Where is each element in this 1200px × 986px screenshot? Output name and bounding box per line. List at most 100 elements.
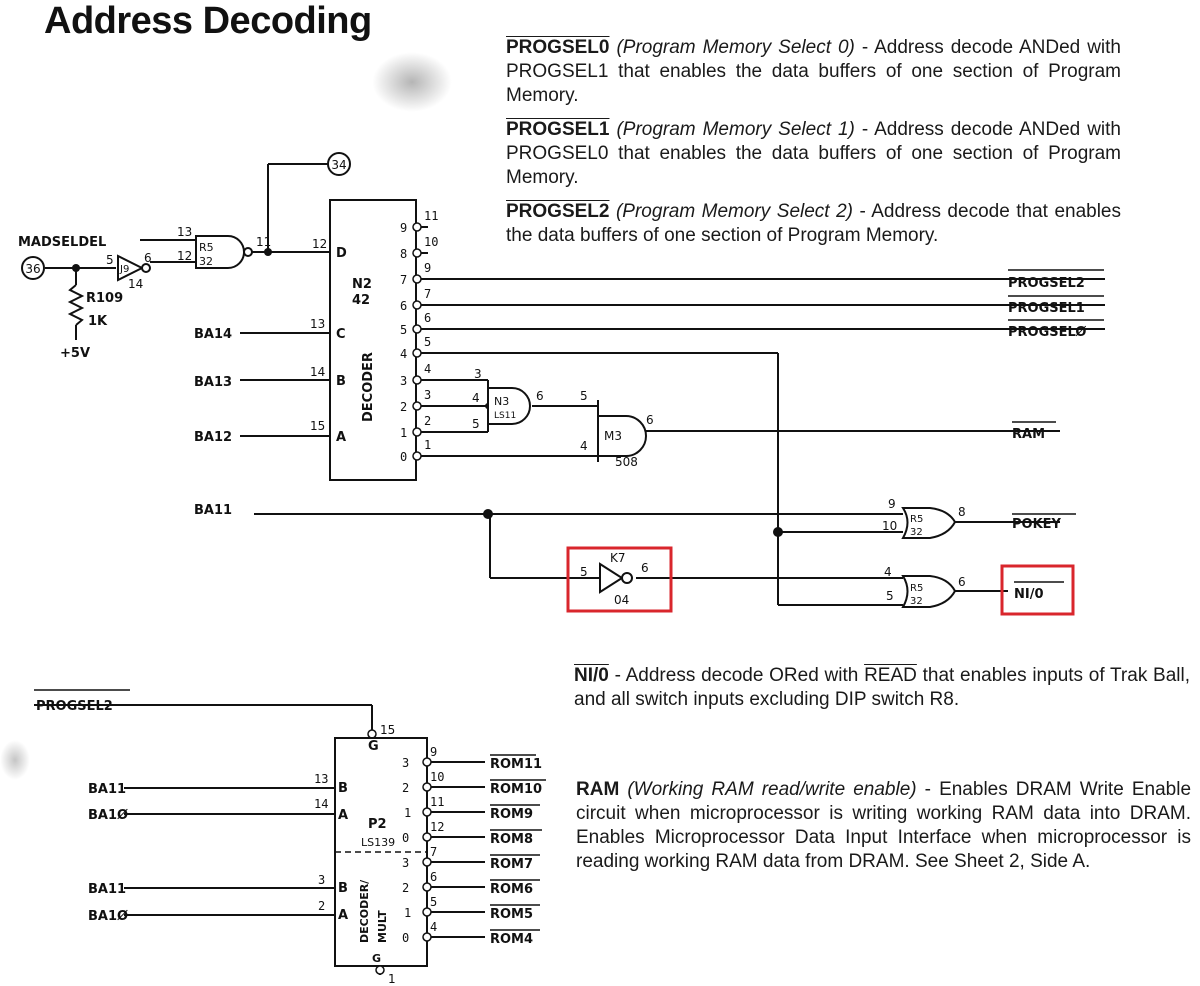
svg-text:2: 2 [402,881,409,895]
highlight-ni0 [1000,564,1075,616]
svg-text:3: 3 [400,374,407,388]
svg-text:12: 12 [177,249,192,263]
svg-text:1: 1 [400,426,407,440]
desc-progsel1: PROGSEL1 (Program Memory Select 1) - Add… [506,118,1121,190]
svg-text:13: 13 [314,772,328,786]
svg-text:9: 9 [424,261,431,275]
svg-text:4: 4 [580,439,588,453]
svg-text:14: 14 [128,277,143,291]
svg-text:34: 34 [331,158,346,172]
svg-text:12: 12 [312,237,327,251]
svg-text:5: 5 [580,389,588,403]
out-ni0: NI/0 [1014,587,1044,602]
svg-text:6: 6 [400,299,407,313]
ref-36: 36 [21,256,45,280]
svg-text:4: 4 [472,391,480,405]
svg-text:11: 11 [256,235,271,249]
rom8-label: ROM8 [490,832,533,847]
svg-text:3: 3 [402,856,409,870]
rom10-label: ROM10 [490,782,542,797]
svg-text:1: 1 [424,438,431,452]
svg-text:N3: N3 [494,395,509,408]
desc-ram: RAM (Working RAM read/write enable) - En… [576,778,1191,874]
svg-text:4: 4 [424,362,431,376]
svg-text:15: 15 [380,723,395,737]
svg-text:11: 11 [430,795,444,809]
desc-progsel2-paren: (Program Memory Select 2) [615,201,853,222]
bottom-label-ba10-2: BA1Ø [88,909,128,924]
svg-text:10: 10 [424,235,438,249]
svg-text:5: 5 [106,253,114,267]
svg-text:3: 3 [318,873,325,887]
ink-smudge [372,52,452,112]
bottom-progsel2: PROGSEL2 [36,699,113,714]
desc-progsel2: PROGSEL2 (Program Memory Select 2) - Add… [506,200,1121,248]
svg-text:12: 12 [430,820,444,834]
svg-text:2: 2 [400,400,407,414]
svg-text:2: 2 [424,414,431,428]
svg-text:0: 0 [402,831,409,845]
gate-r5-top: R5 32 13 12 11 [177,225,271,269]
page-title: Address Decoding [44,0,372,42]
svg-text:13: 13 [177,225,192,239]
label-madseldel: MADSELDEL [18,235,106,250]
desc-ram-name: RAM [576,779,620,800]
gate-n3: N3 LS11 3 4 5 6 [472,367,544,431]
wires [34,163,1105,975]
label-ba14: BA14 [194,327,232,342]
svg-text:7: 7 [424,287,431,301]
svg-text:1: 1 [404,806,411,820]
svg-text:8: 8 [958,505,966,519]
svg-text:2: 2 [318,899,325,913]
inverter-k7: K7 04 5 6 [580,551,649,607]
desc-ni0-read: READ [864,665,917,686]
svg-text:6: 6 [536,389,544,403]
svg-text:0: 0 [402,931,409,945]
svg-text:7: 7 [400,273,407,287]
svg-text:K7: K7 [610,551,626,565]
svg-text:B: B [338,881,348,896]
svg-text:G: G [368,739,379,754]
svg-text:A: A [338,908,348,923]
svg-text:10: 10 [882,519,897,533]
out-progsel0: PROGSELØ [1008,325,1086,340]
svg-text:D: D [336,246,347,261]
desc-progsel1-text: - Address decode ANDed with PROGSEL0 tha… [506,119,1121,188]
svg-text:1: 1 [388,972,396,986]
svg-text:8: 8 [400,247,407,261]
desc-progsel0: PROGSEL0 (Program Memory Select 0) - Add… [506,36,1121,108]
svg-text:5: 5 [886,589,894,603]
rom4-label: ROM4 [490,932,533,947]
label-1k: 1K [88,314,108,329]
svg-text:32: 32 [910,527,923,538]
highlight-k7 [566,546,673,613]
svg-text:9: 9 [400,221,407,235]
svg-text:14: 14 [310,365,325,379]
svg-text:6: 6 [144,251,152,265]
out-ram: RAM [1012,427,1045,442]
desc-progsel0-text: - Address decode ANDed with PROGSEL1 tha… [506,37,1121,106]
svg-text:5: 5 [400,323,407,337]
rom6-label: ROM6 [490,882,533,897]
svg-text:1: 1 [404,906,411,920]
bottom-label-ba10-1: BA1Ø [88,808,128,823]
svg-text:0: 0 [400,450,407,464]
svg-text:DECODER/: DECODER/ [358,879,371,943]
svg-text:DECODER: DECODER [361,352,376,422]
label-r109: R109 [86,291,123,306]
svg-text:2: 2 [402,781,409,795]
svg-text:6: 6 [424,311,431,325]
desc-ram-paren: (Working RAM read/write enable) [627,779,917,800]
bottom-label-ba11-1: BA11 [88,782,126,797]
svg-text:4: 4 [430,920,437,934]
out-progsel1: PROGSEL1 [1008,301,1085,316]
decoder-p2: G B A B A P2 LS139 DECODER/ MULT G 1 131… [314,737,444,986]
svg-text:13: 13 [310,317,325,331]
output-labels: PROGSEL2 PROGSEL1 PROGSELØ RAM POKEY NI/… [1008,269,1104,602]
svg-text:4: 4 [400,347,407,361]
desc-ram-text: - Enables DRAM Write Enable circuit when… [576,779,1192,872]
desc-ni0-text1: - Address decode ORed with [614,665,859,686]
svg-text:R5: R5 [199,241,214,254]
svg-text:3: 3 [424,388,431,402]
